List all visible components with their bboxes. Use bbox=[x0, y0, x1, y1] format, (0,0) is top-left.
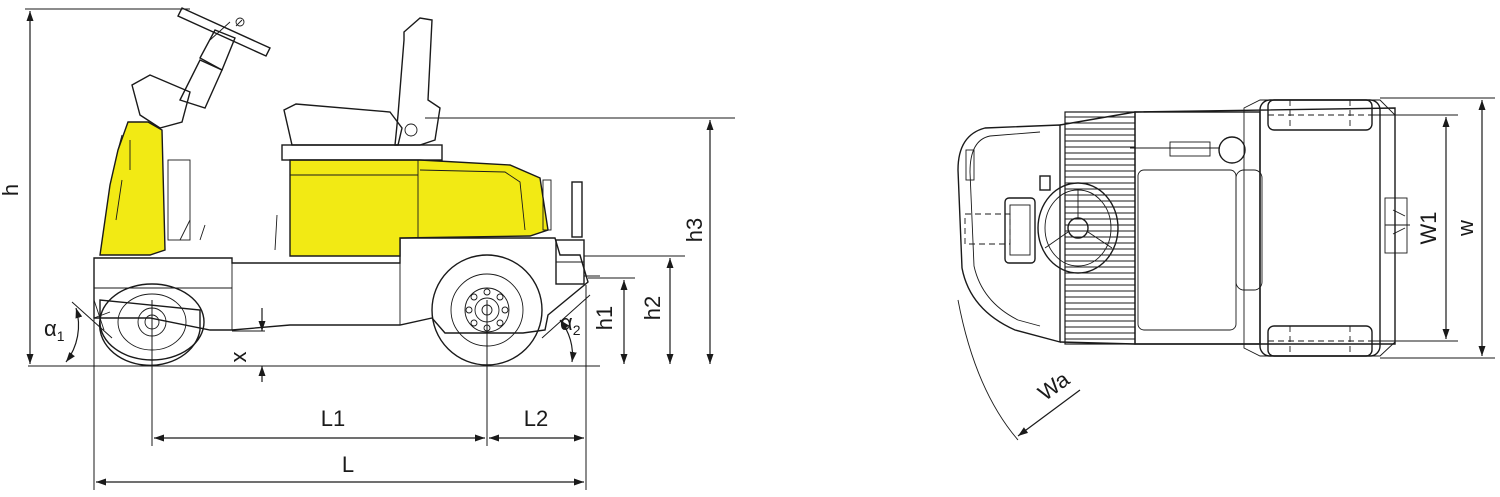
steering-assembly bbox=[131, 7, 271, 129]
label-h2: h2 bbox=[640, 296, 665, 320]
turn-radius-arc bbox=[957, 299, 1019, 441]
label-w: w bbox=[1453, 220, 1478, 237]
front-column bbox=[99, 121, 166, 256]
label-W1: W1 bbox=[1416, 212, 1441, 245]
floor-mat bbox=[1064, 111, 1136, 345]
label-alpha1: α1 bbox=[44, 316, 65, 344]
label-alpha2: α2 bbox=[560, 310, 581, 338]
dim-line-Wa bbox=[1017, 389, 1081, 437]
driver-seat bbox=[281, 17, 443, 161]
label-L: L bbox=[342, 452, 354, 477]
label-L1: L1 bbox=[321, 406, 345, 431]
steering-wheel-top bbox=[1004, 175, 1119, 274]
side-view: h h3 h2 h1 x L1 L2 L α1 α2 bbox=[0, 7, 735, 490]
label-L2: L2 bbox=[524, 406, 548, 431]
tow-hitch bbox=[555, 181, 600, 285]
front-nose bbox=[957, 124, 1061, 343]
label-Wa: Wa bbox=[1033, 366, 1074, 406]
angle-arc-alpha2 bbox=[559, 319, 577, 363]
battery-hood bbox=[289, 159, 549, 257]
label-x: x bbox=[226, 352, 251, 363]
label-h1: h1 bbox=[592, 306, 617, 330]
label-h: h bbox=[0, 184, 23, 196]
angle-arc-alpha1 bbox=[65, 307, 83, 363]
top-view: Wa W1 w bbox=[957, 97, 1495, 441]
label-h3: h3 bbox=[682, 218, 707, 242]
